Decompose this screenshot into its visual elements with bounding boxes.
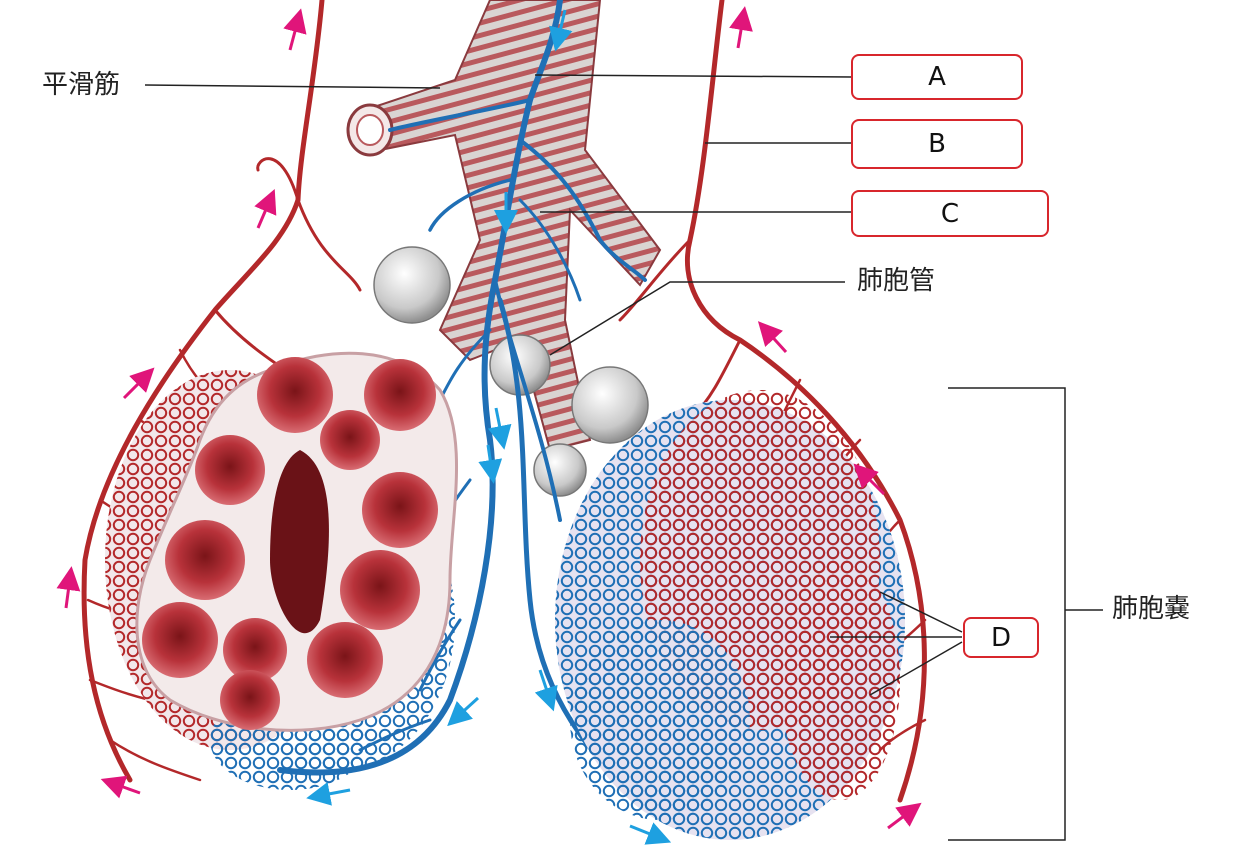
left-alveolar-cluster <box>105 351 458 790</box>
right-alveolar-cluster <box>555 390 905 840</box>
left-cluster-cut-alveoli <box>142 357 438 730</box>
blood-flow-arrows <box>56 6 922 845</box>
answer-box-d[interactable]: D <box>963 617 1039 658</box>
smooth-muscle-label: 平滑筋 <box>42 70 121 100</box>
alveolar-duct-label: 肺胞管 <box>857 266 936 296</box>
answer-box-b[interactable]: B <box>851 119 1023 169</box>
alveolar-sac-label: 肺胞嚢 <box>1112 594 1191 624</box>
answer-box-c[interactable]: C <box>851 190 1049 237</box>
leader-lines <box>144 74 1103 841</box>
answer-box-a[interactable]: A <box>851 54 1023 100</box>
